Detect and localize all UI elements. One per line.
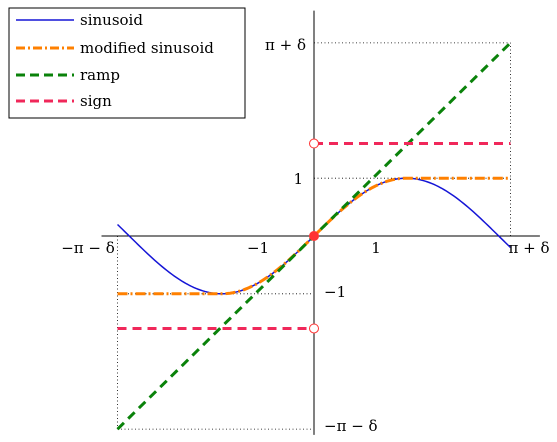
series-modified-sinusoid xyxy=(117,176,511,296)
tick-labels: −π − δ −1 1 π + δ π + δ 1 −1 −π − δ xyxy=(61,36,549,435)
legend-label-sinusoid: sinusoid xyxy=(80,11,143,29)
marker-2 xyxy=(309,323,319,334)
axes xyxy=(101,10,540,435)
x-tick-label-one: 1 xyxy=(371,239,381,257)
legend: sinusoid modified sinusoid ramp sign xyxy=(8,7,246,119)
marker-layer xyxy=(309,138,319,334)
legend-label-sign: sign xyxy=(80,92,112,110)
y-tick-label-pi-delta: π + δ xyxy=(265,36,306,54)
legend-box xyxy=(8,7,246,119)
y-tick-label-neg-pi-delta: −π − δ xyxy=(324,417,378,435)
legend-label-ramp: ramp xyxy=(80,66,120,84)
x-tick-label-neg-one: −1 xyxy=(247,239,269,257)
marker-0 xyxy=(309,231,319,241)
y-tick-label-neg-one: −1 xyxy=(324,283,346,301)
legend-label-modified-sinusoid: modified sinusoid xyxy=(80,39,214,57)
x-tick-label-neg-pi-delta: −π − δ xyxy=(61,239,115,257)
marker-1 xyxy=(309,138,319,149)
y-tick-label-one: 1 xyxy=(293,170,303,188)
x-tick-label-pi-delta: π + δ xyxy=(509,239,550,257)
